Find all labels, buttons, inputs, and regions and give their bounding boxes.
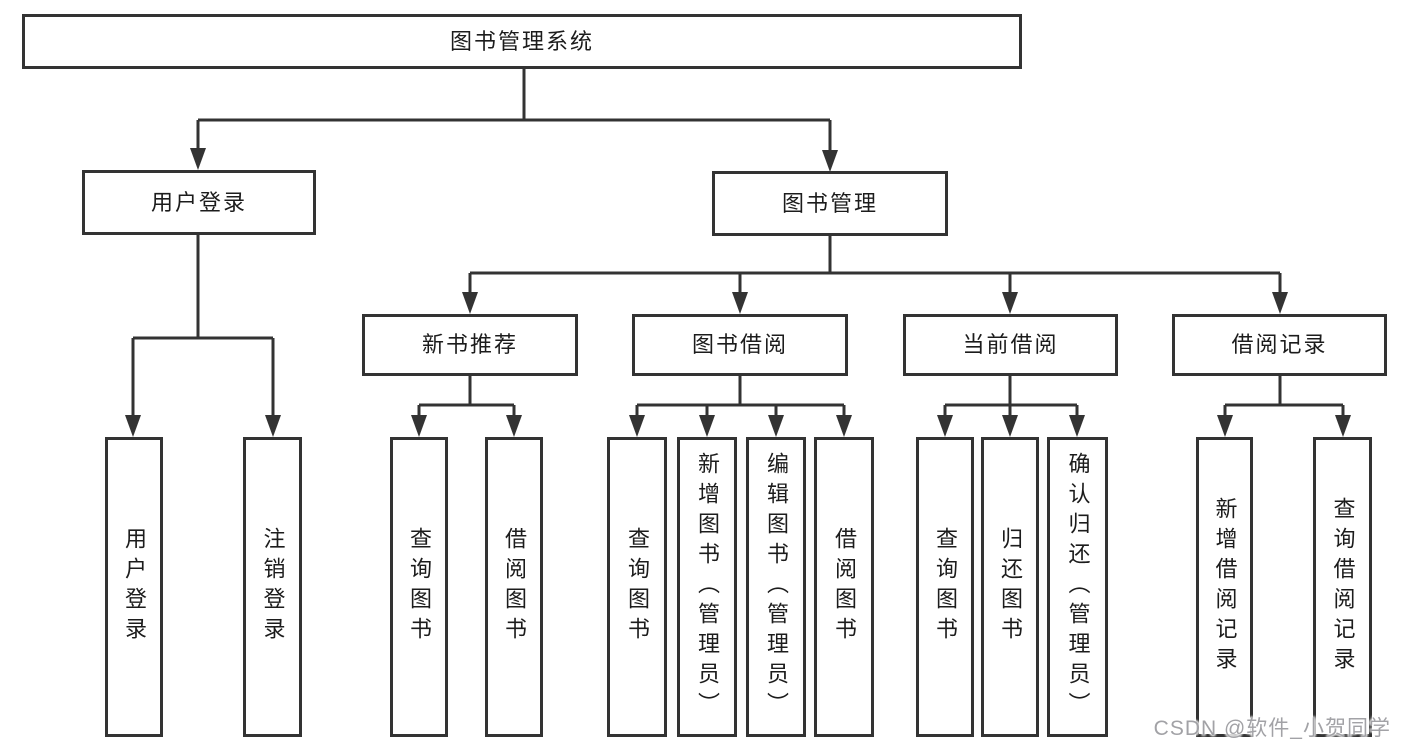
leaf-borrowing-edit-books-admin: 编辑图书（管理员） bbox=[746, 437, 806, 737]
leaf-logout: 注销登录 bbox=[243, 437, 302, 737]
leaf-records-query-record: 查询借阅记录 bbox=[1313, 437, 1372, 737]
leaf-borrowing-borrow-books: 借阅图书 bbox=[814, 437, 874, 737]
node-current-borrowing: 当前借阅 bbox=[903, 314, 1118, 376]
leaf-recommend-borrow-books: 借阅图书 bbox=[485, 437, 543, 737]
leaf-borrowing-add-books-admin: 新增图书（管理员） bbox=[677, 437, 737, 737]
leaf-borrowing-query-books: 查询图书 bbox=[607, 437, 667, 737]
node-user-login: 用户登录 bbox=[82, 170, 316, 235]
leaf-current-query-books: 查询图书 bbox=[916, 437, 974, 737]
leaf-records-add-record: 新增借阅记录 bbox=[1196, 437, 1253, 737]
leaf-current-return-books: 归还图书 bbox=[981, 437, 1039, 737]
node-book-management: 图书管理 bbox=[712, 171, 948, 236]
node-root: 图书管理系统 bbox=[22, 14, 1022, 69]
leaf-recommend-query-books: 查询图书 bbox=[390, 437, 448, 737]
leaf-user-login: 用户登录 bbox=[105, 437, 163, 737]
node-borrowing-records: 借阅记录 bbox=[1172, 314, 1387, 376]
node-new-book-recommend: 新书推荐 bbox=[362, 314, 578, 376]
leaf-current-confirm-return-admin: 确认归还（管理员） bbox=[1047, 437, 1108, 737]
arrowheads bbox=[125, 148, 1351, 437]
node-book-borrowing: 图书借阅 bbox=[632, 314, 848, 376]
watermark: CSDN @软件_小贺同学 bbox=[1153, 717, 1391, 740]
